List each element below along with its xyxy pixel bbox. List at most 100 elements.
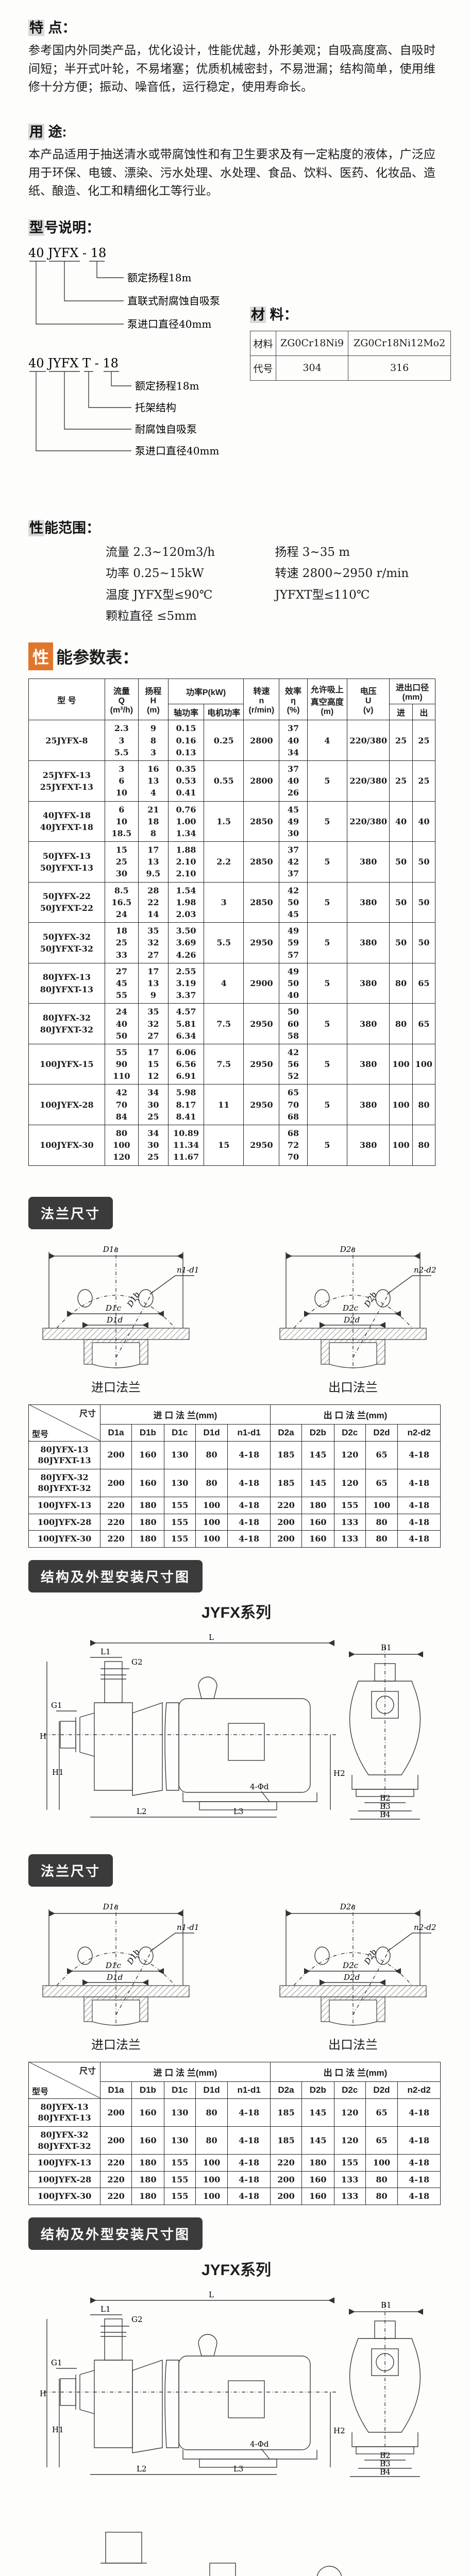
svg-text:D2c: D2c — [342, 1961, 359, 1970]
inlet-flange-caption: 进口法兰 — [91, 1380, 141, 1395]
svg-text:D1c: D1c — [105, 1961, 122, 1970]
svg-text:L: L — [209, 1633, 214, 1642]
svg-text:D2a: D2a — [340, 1902, 356, 1911]
svg-text:H: H — [40, 2389, 46, 2398]
svg-text:B2: B2 — [380, 1793, 391, 1803]
structure-dims-label: 结构及外型安装尺寸图 — [28, 2217, 203, 2250]
svg-text:L3: L3 — [233, 2464, 244, 2473]
svg-text:额定扬程18m: 额定扬程18m — [135, 380, 199, 392]
usage-heading: 用 途: — [28, 123, 67, 140]
svg-text:B1: B1 — [381, 1643, 392, 1652]
svg-text:H: H — [40, 1732, 46, 1741]
svg-text:D1a: D1a — [103, 1902, 119, 1911]
material-heading: 材 料： — [250, 306, 298, 323]
svg-text:L1: L1 — [100, 2304, 111, 2314]
usage-text: 本产品适用于抽送清水或带腐蚀性和有卫生要求及有一定粘度的液体，广泛应用于环保、电… — [28, 147, 435, 198]
svg-text:额定扬程18m: 额定扬程18m — [127, 272, 191, 284]
svg-text:L2: L2 — [137, 1807, 147, 1816]
svg-text:D1b: D1b — [125, 1290, 142, 1309]
series-heading-jyfx: JYFX系列 — [201, 2261, 272, 2279]
flange-figures: D1a D1b n1-d1 D1c D1d — [28, 1242, 441, 1395]
perf-heading: 性能参数表： — [28, 642, 444, 671]
model-explain-zone: 40 JYFX - 18 额定扬程18m 直联式耐腐蚀自吸泵 泵进口直径40mm… — [28, 242, 451, 510]
features-heading: 特 点： — [28, 20, 76, 36]
features-text: 参考国内外同类产品，优化设计，性能优越，外形美观；自吸高度高、自吸时间短；半开式… — [28, 44, 435, 94]
svg-text:D2a: D2a — [340, 1245, 356, 1254]
flange-figures: D1a D1b n1-d1 D1c D1d — [28, 1899, 441, 2053]
outlet-flange-figure: D2a D2b n2-d2 D2c D2d — [265, 1242, 441, 1395]
svg-text:耐腐蚀自吸泵: 耐腐蚀自吸泵 — [135, 423, 197, 435]
flange-size-label: 法兰尺寸 — [28, 1854, 113, 1887]
perf-heading-badge: 性 — [28, 642, 54, 671]
jyfx-outline-drawing: L L1 G2 G1 H H1 H2 L2 L3 4-Φd — [40, 1633, 423, 1820]
range-heading: 性能范围： — [28, 519, 100, 536]
jyfx-outline-drawing: L L1 G2 G1 H H1 H2 L2 L3 4-Φd — [40, 2290, 423, 2477]
svg-text:40 JYFX T - 18: 40 JYFX T - 18 — [28, 356, 119, 370]
svg-text:B2: B2 — [380, 2451, 391, 2460]
svg-text:D2b: D2b — [362, 1290, 379, 1309]
model-explain-heading: 型号说明： — [28, 219, 100, 236]
svg-text:L3: L3 — [233, 1807, 244, 1816]
structure-dims-label: 结构及外型安装尺寸图 — [28, 1560, 203, 1592]
svg-text:H2: H2 — [333, 2426, 345, 2435]
svg-text:B3: B3 — [380, 1802, 391, 1811]
svg-text:H1: H1 — [52, 2425, 64, 2434]
svg-text:B1: B1 — [381, 2300, 392, 2310]
svg-text:D2c: D2c — [342, 1303, 359, 1313]
outlet-flange-figure: D2a D2b n2-d2 D2c D2d — [265, 1899, 441, 2053]
svg-text:4-Φd: 4-Φd — [250, 1782, 269, 1791]
svg-text:D2b: D2b — [362, 1947, 379, 1967]
performance-table: 型 号 流量 Q (m³/h) 扬程 H (m) 功率P(kW) 转速 n (r… — [28, 679, 436, 1166]
svg-text:H1: H1 — [52, 1768, 64, 1777]
svg-text:n2-d2: n2-d2 — [414, 1265, 436, 1275]
svg-text:B4: B4 — [380, 2467, 391, 2477]
svg-text:D1b: D1b — [125, 1947, 142, 1967]
svg-text:L: L — [209, 2290, 214, 2299]
model-code-diagram-direct: 40 JYFX - 18 额定扬程18m 直联式耐腐蚀自吸泵 泵进口直径40mm — [28, 246, 220, 330]
svg-text:B4: B4 — [380, 1810, 391, 1819]
svg-text:D1d: D1d — [106, 1315, 123, 1325]
svg-text:D2d: D2d — [343, 1315, 360, 1325]
svg-text:L1: L1 — [100, 1647, 111, 1656]
svg-text:G1: G1 — [51, 2358, 62, 2367]
svg-text:40 JYFX - 18: 40 JYFX - 18 — [28, 246, 106, 260]
svg-text:D1c: D1c — [105, 1303, 122, 1313]
svg-text:D1d: D1d — [106, 1973, 123, 1982]
flange-size-label: 法兰尺寸 — [28, 1196, 113, 1229]
inlet-flange-figure: D1a D1b n1-d1 D1c D1d — [28, 1899, 204, 2053]
model-code-diagram-bracket: 40 JYFX T - 18 额定扬程18m 托架结构 耐腐蚀自吸泵 泵进口直径… — [28, 356, 219, 457]
svg-text:B3: B3 — [380, 2459, 391, 2468]
100jyfx-outline-drawing — [100, 2532, 342, 2576]
inlet-flange-caption: 进口法兰 — [91, 2037, 141, 2052]
svg-text:n1-d1: n1-d1 — [177, 1923, 199, 1932]
svg-text:H2: H2 — [333, 1769, 345, 1778]
